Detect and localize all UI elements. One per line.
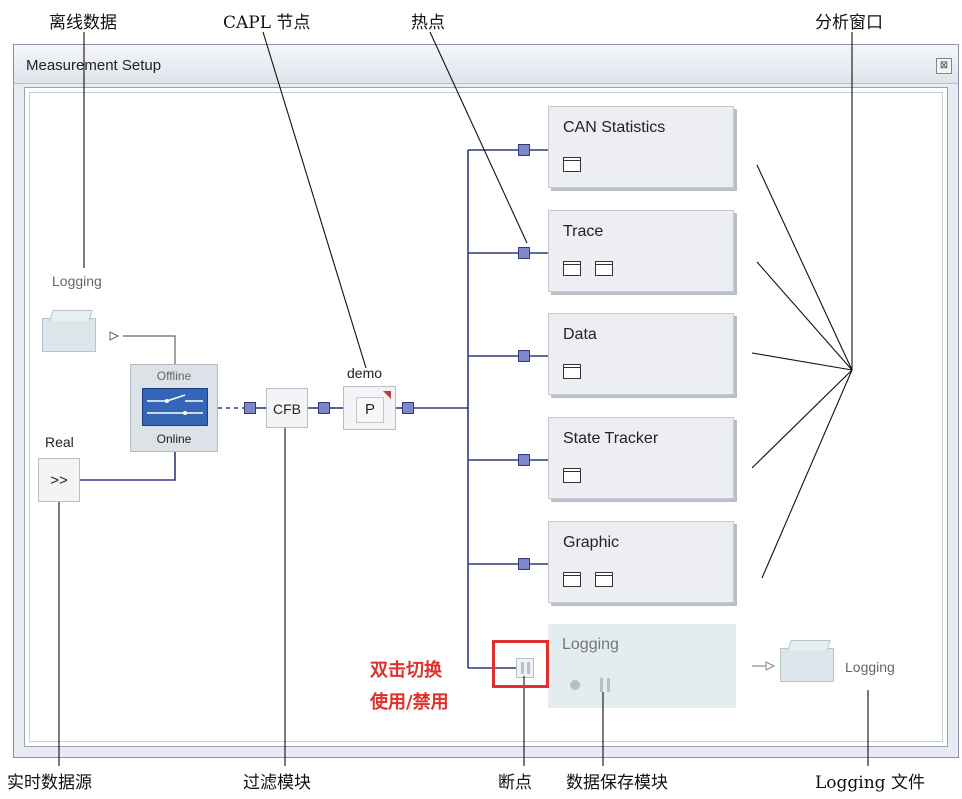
window-card-title: Trace — [563, 223, 604, 240]
capl-node-corner-mark — [383, 391, 391, 399]
online-label: Online — [156, 432, 192, 446]
offline-label: Offline — [156, 369, 192, 383]
callout-offline-data: 离线数据 — [49, 13, 117, 33]
analysis-window-data[interactable]: Data — [548, 313, 734, 395]
close-icon[interactable]: ⊠ — [936, 58, 952, 74]
analysis-window-graphic[interactable]: Graphic — [548, 521, 734, 603]
capl-node-letter: P — [356, 397, 384, 423]
callout-realtime-source: 实时数据源 — [7, 773, 92, 793]
logging-source-label: Logging — [52, 273, 102, 289]
callout-filter-block: 过滤模块 — [243, 773, 311, 793]
hotspot-port-data[interactable] — [518, 350, 530, 362]
analysis-window-trace[interactable]: Trace — [548, 210, 734, 292]
data-window-icon — [563, 364, 581, 379]
callout-breakpoint: 断点 — [498, 773, 532, 793]
hotspot-port-can-statistics[interactable] — [518, 144, 530, 156]
hotspot-port-graphic[interactable] — [518, 558, 530, 570]
hotspot-port-filter-out[interactable] — [318, 402, 330, 414]
analysis-window-state-tracker[interactable]: State Tracker — [548, 417, 734, 499]
window-card-title: Graphic — [563, 534, 620, 551]
logging-output-folder-icon[interactable] — [780, 648, 834, 682]
annotation-enable-disable: 使用/禁用 — [370, 692, 449, 713]
callout-data-save-block: 数据保存模块 — [566, 773, 668, 793]
record-icon[interactable] — [570, 680, 580, 690]
offline-online-switch[interactable]: Offline Online — [130, 364, 218, 452]
logging-source-folder-icon[interactable] — [42, 318, 96, 352]
window-card-title: Data — [563, 326, 597, 343]
statistics-table-icon — [563, 157, 581, 172]
breakpoint-highlight-box — [492, 640, 549, 688]
window-card-title: CAN Statistics — [563, 119, 666, 136]
logging-block[interactable]: Logging — [548, 624, 736, 708]
hotspot-port-capl-out[interactable] — [402, 402, 414, 414]
callout-logging-file: Logging 文件 — [815, 773, 925, 793]
logging-block-title: Logging — [562, 636, 619, 653]
graphic-icon — [563, 572, 581, 587]
logging-output-label: Logging — [845, 659, 895, 675]
callout-analysis-windows: 分析窗口 — [815, 13, 883, 33]
real-label: Real — [45, 434, 74, 450]
list-config-icon — [595, 572, 613, 587]
cfb-block[interactable]: CFB — [266, 388, 308, 428]
demo-label: demo — [347, 365, 383, 381]
trace-window-icon — [563, 261, 581, 276]
state-tracker-icon — [563, 468, 581, 483]
switch-icon — [142, 388, 208, 426]
window-titlebar: Measurement Setup ⊠ — [14, 45, 958, 84]
callout-capl-node: CAPL 节点 — [223, 13, 311, 33]
hotspot-port-filter-in[interactable] — [244, 402, 256, 414]
real-source-button[interactable]: >> — [38, 458, 80, 502]
capl-node-p[interactable]: P — [343, 386, 396, 430]
list-config-icon — [595, 261, 613, 276]
analysis-window-can-statistics[interactable]: CAN Statistics — [548, 106, 734, 188]
pause-icon[interactable] — [600, 678, 612, 692]
annotation-double-click: 双击切换 — [370, 660, 442, 681]
window-card-title: State Tracker — [563, 430, 659, 447]
window-title: Measurement Setup — [26, 57, 162, 74]
callout-hotspot: 热点 — [411, 13, 445, 33]
hotspot-port-trace[interactable] — [518, 247, 530, 259]
hotspot-port-state-tracker[interactable] — [518, 454, 530, 466]
